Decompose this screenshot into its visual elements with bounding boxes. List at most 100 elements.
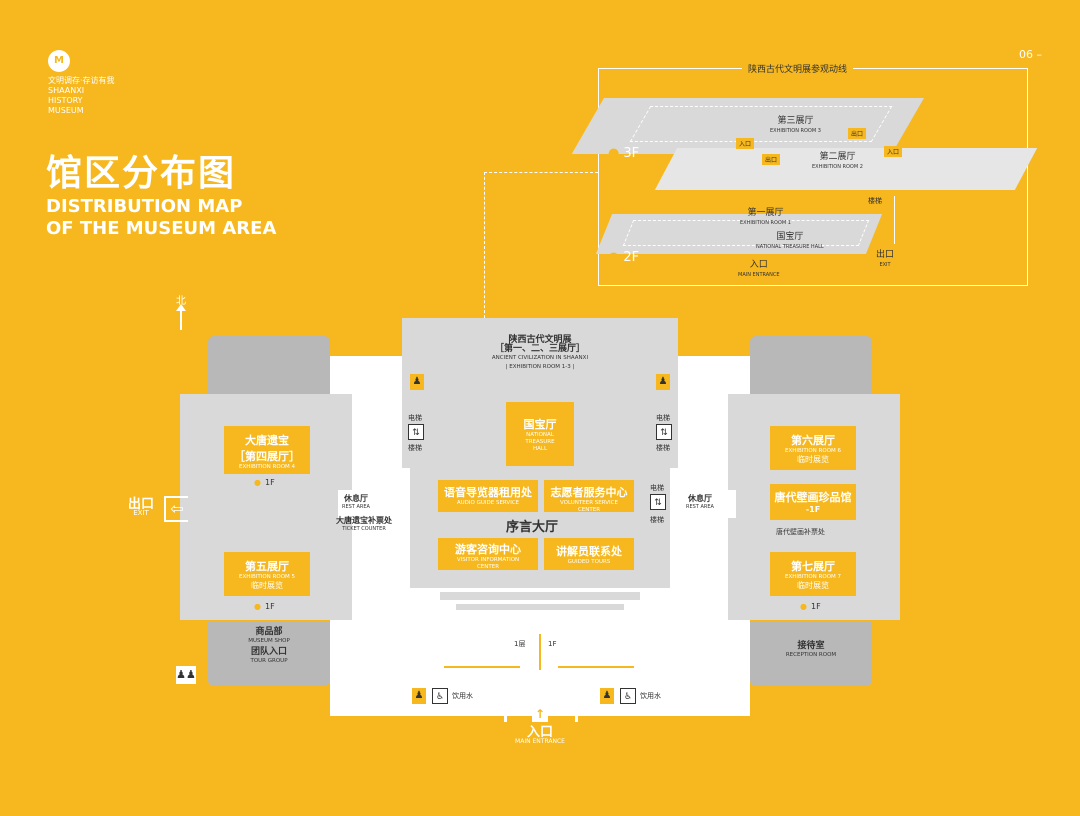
tang-floor: 1F <box>254 478 275 487</box>
elevator-label-nw: 电梯 <box>408 414 422 422</box>
entrance-up-arrow-icon[interactable]: ↑ <box>532 706 548 722</box>
room5-en: EXHIBITION ROOM 5 <box>238 574 296 580</box>
entrance-en: MAIN ENTRANCE <box>515 738 565 745</box>
room6-sub: 临时展览 <box>797 455 829 464</box>
west-exit-en: EXIT <box>133 509 149 517</box>
inset-treasure-cn: 国宝厅 <box>776 232 804 242</box>
accessible-icon-s2: ♿ <box>620 688 636 704</box>
upper-left-block <box>208 336 330 394</box>
inset-room2-cn: 第二展厅 <box>819 152 856 162</box>
main-entrance-frame <box>504 700 578 722</box>
ancient-civilization-label: 陕西古代文明展 ［第一、二、三展厅］ ANCIENT CIVILIZATION … <box>402 336 678 372</box>
stairs-label-nw: 楼梯 <box>408 444 422 452</box>
west-rest-area <box>338 490 400 518</box>
treasure-en2: TREASURE <box>525 439 555 445</box>
steps-2 <box>440 592 640 600</box>
visitor-cn: 游客咨询中心 <box>455 543 521 556</box>
stairs-label-ne: 楼梯 <box>656 444 670 452</box>
inset-entrance-en: MAIN ENTRANCE <box>738 272 780 278</box>
tour-en: TOUR GROUP <box>250 658 288 664</box>
volunteer-en2: CENTER <box>577 507 601 513</box>
west-exit-icon[interactable]: ⇦ <box>164 496 188 522</box>
west-exit-cn: 出口 <box>128 497 155 512</box>
inset-title: 陕西古代文明展参观动线 <box>742 62 854 75</box>
steps-1 <box>414 572 668 586</box>
inset-room1-cn: 第一展厅 <box>747 208 784 218</box>
ticket-cn: 大唐遗宝补票处 <box>336 516 392 525</box>
water-label-sw: 饮用水 <box>452 692 473 700</box>
room5-floor: 1F <box>254 602 275 611</box>
museum-logo: M <box>48 50 70 72</box>
page-title-en: DISTRIBUTION MAP OF THE MUSEUM AREA <box>46 196 276 240</box>
left-arrow-line <box>444 666 520 668</box>
volunteer-service-center: 志愿者服务中心 VOLUNTEER SERVICE CENTER <box>544 480 634 513</box>
ancient-cn: 陕西古代文明展 <box>508 335 572 345</box>
mural-ticket: 唐代壁画补票处 <box>776 528 825 536</box>
elevator-icon-nw: ⇅ <box>408 424 424 440</box>
floor-1f-label: 1F <box>548 640 557 648</box>
museum-shop-block <box>208 622 330 686</box>
west-rest-cn: 休息厅 <box>343 494 368 503</box>
volunteer-en1: VOLUNTEER SERVICE <box>560 500 618 506</box>
floor-1c-label: 1层 <box>514 640 526 648</box>
audio-guide-service: 语音导览器租用处 AUDIO GUIDE SERVICE <box>438 480 538 512</box>
brand-name-cn: 文明调存·存访有我 <box>48 76 115 85</box>
room6-en: EXHIBITION ROOM 6 <box>784 448 842 454</box>
inset-vertical-route <box>894 196 895 244</box>
mural-cn: 唐代壁画珍品馆 <box>774 491 852 504</box>
elevator-label-ne: 电梯 <box>656 414 670 422</box>
inset-exit-en: EXIT <box>879 262 891 268</box>
room5-sub: 临时展览 <box>251 581 283 590</box>
restroom-icon-ne: ♟ <box>656 374 670 390</box>
brand-text: 文明调存·存访有我 SHAANXI HISTORY MUSEUM <box>48 76 115 116</box>
brand-name-en-1: SHAANXI <box>48 86 85 95</box>
restroom-icon-s2: ♟ <box>600 688 614 704</box>
tang-rooms: ［第四展厅］ <box>234 450 300 463</box>
main-entrance-label: 入口 MAIN ENTRANCE <box>514 726 566 746</box>
national-treasure-hall: 国宝厅 NATIONAL TREASURE HALL <box>506 402 574 466</box>
inset-connector-vertical <box>484 172 486 318</box>
inset-entrance-cn: 入口 <box>749 260 768 270</box>
room7-cn: 第七展厅 <box>791 560 835 573</box>
elevator-label-e: 电梯 <box>650 484 664 492</box>
visitor-en2: CENTER <box>476 564 500 570</box>
treasure-en3: HALL <box>532 446 548 452</box>
north-arrowhead-icon <box>176 304 186 311</box>
exhibition-room-5: 第五展厅 EXHIBITION ROOM 5 临时展览 <box>224 552 310 596</box>
ancient-en2: | EXHIBITION ROOM 1-3 | <box>505 364 575 370</box>
inset-room3-en: EXHIBITION ROOM 3 <box>770 128 821 134</box>
restroom-icon-nw: ♟ <box>410 374 424 390</box>
north-arrow-icon <box>180 306 182 330</box>
tour-cn: 团队入口 <box>250 647 287 657</box>
west-rest-en: REST AREA <box>342 504 370 510</box>
ticket-en: TICKET COUNTER <box>342 526 386 532</box>
accessible-icon-s1: ♿ <box>432 688 448 704</box>
inset-2room-in: 入口 <box>884 146 903 157</box>
stairs-label-e: 楼梯 <box>650 516 664 524</box>
east-rest-cn: 休息厅 <box>687 494 712 503</box>
inset-main-entrance: 入口 MAIN ENTRANCE <box>738 260 780 280</box>
inset-treasure-en: NATIONAL TREASURE HALL <box>756 244 824 250</box>
audio-cn: 语音导览器租用处 <box>444 486 532 499</box>
tang-en: EXHIBITION ROOM 4 <box>238 464 296 470</box>
inset-2room-out: 出口 <box>762 154 781 165</box>
visitor-en1: VISITOR INFORMATION <box>456 557 520 563</box>
north-label: 北 <box>176 296 186 307</box>
volunteer-cn: 志愿者服务中心 <box>550 486 628 499</box>
shop-cn: 商品部 <box>255 627 283 637</box>
reception-cn: 接待室 <box>797 641 825 651</box>
east-rest-en: REST AREA <box>686 504 714 510</box>
inset-connector <box>484 172 598 174</box>
shop-en: MUSEUM SHOP <box>248 638 290 644</box>
preface-hall-label: 序言大厅 <box>506 520 559 535</box>
tang-mural-gallery: 唐代壁画珍品馆 -1F <box>770 484 856 520</box>
up-arrow-icon <box>539 634 541 670</box>
audio-en: AUDIO GUIDE SERVICE <box>456 500 520 506</box>
treasure-en1: NATIONAL <box>526 432 554 438</box>
